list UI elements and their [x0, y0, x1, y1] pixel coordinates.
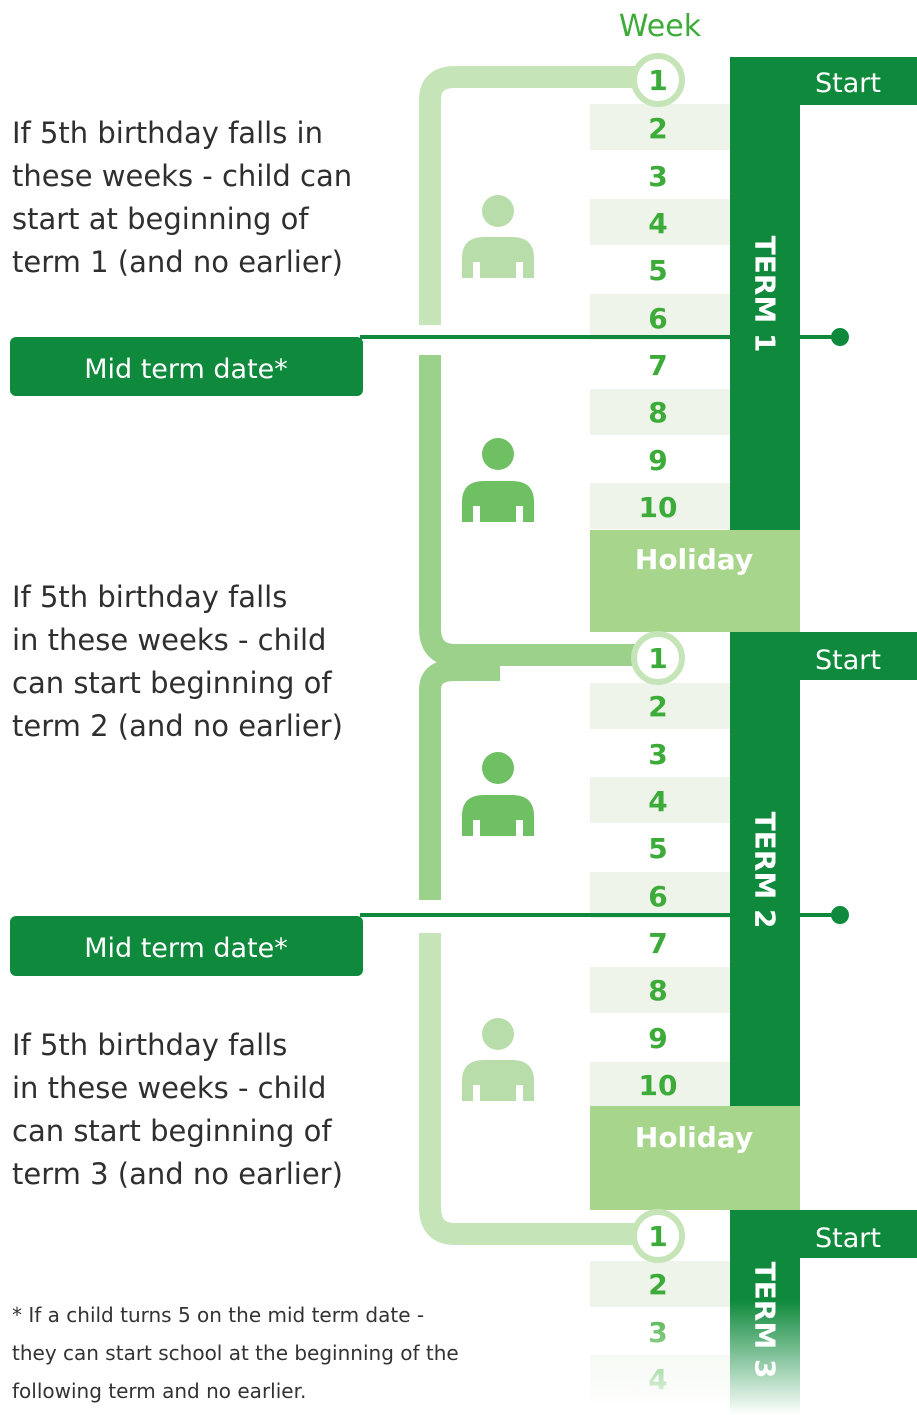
person-icon: [462, 752, 534, 836]
description-line: these weeks - child can: [12, 159, 353, 193]
week-number-t3-w1: 1: [648, 1220, 667, 1253]
week-number-t1-w9: 9: [648, 444, 667, 477]
mid-term-line-2: [360, 906, 849, 924]
week-1-circle-term-2: [631, 631, 685, 685]
week-number-t2-w5: 5: [648, 832, 667, 865]
description-line: start at beginning of: [12, 202, 309, 236]
week-number-t2-w6: 6: [648, 880, 667, 913]
week-1-circle-term-1: [631, 53, 685, 107]
description-line: can start beginning of: [12, 1114, 332, 1148]
term-2-label: TERM 2: [749, 812, 782, 929]
week-numbers: 1 2 3 4 5 6 7 8 9 10 1 2 3 4 5 6 7 8 9 1…: [639, 64, 678, 1396]
start-label-term-2: Start: [815, 645, 881, 676]
week-number-t1-w1: 1: [648, 64, 667, 97]
footnote: * If a child turns 5 on the mid term dat…: [12, 1296, 459, 1410]
footnote-line: * If a child turns 5 on the mid term dat…: [12, 1303, 425, 1327]
description-line: in these weeks - child: [12, 1071, 327, 1105]
week-heading: Week: [619, 9, 702, 44]
term-2-description: If 5th birthday falls in these weeks - c…: [12, 576, 343, 748]
term-1-label: TERM 1: [749, 236, 782, 353]
start-label-term-3: Start: [815, 1223, 881, 1254]
description-line: term 3 (and no earlier): [12, 1157, 343, 1191]
term-2-bar: [730, 632, 800, 1108]
mid-term-label-2-text: Mid term date*: [84, 933, 288, 964]
mid-term-label-1: Mid term date*: [10, 337, 363, 396]
term-1-description: If 5th birthday falls in these weeks - c…: [12, 112, 352, 284]
description-line: If 5th birthday falls: [12, 580, 288, 614]
mid-term-line-1: [360, 328, 849, 346]
week-number-t2-w9: 9: [648, 1022, 667, 1055]
week-number-t1-w3: 3: [648, 160, 667, 193]
description-line: If 5th birthday falls: [12, 1028, 288, 1062]
person-icon: [462, 438, 534, 522]
mid-term-label-1-text: Mid term date*: [84, 354, 288, 385]
bottom-fade: [580, 1300, 917, 1415]
bracket-term-3: [419, 933, 640, 1245]
bracket-term-1: [419, 66, 640, 325]
week-number-t2-w7: 7: [648, 927, 667, 960]
start-label-term-1: Start: [815, 68, 881, 99]
footnote-line: following term and no earlier.: [12, 1379, 307, 1403]
bracket-term-2: [419, 355, 640, 900]
term-3-start-band: [730, 1210, 917, 1258]
person-icon: [462, 195, 534, 278]
week-row-shading: [590, 104, 730, 1401]
holiday-1-block: [590, 530, 800, 632]
description-line: can start beginning of: [12, 666, 332, 700]
term-1-bar: [730, 57, 800, 532]
holiday-2-block: [590, 1106, 800, 1210]
term-3-description: If 5th birthday falls in these weeks - c…: [12, 1024, 343, 1196]
week-number-t2-w8: 8: [648, 974, 667, 1007]
week-number-t1-w10: 10: [639, 491, 678, 524]
week-1-circle-term-3: [631, 1209, 685, 1263]
holiday-label-1: Holiday: [635, 543, 753, 576]
footnote-line: they can start school at the beginning o…: [12, 1341, 459, 1365]
description-line: in these weeks - child: [12, 623, 327, 657]
week-number-t2-w4: 4: [648, 785, 667, 818]
week-number-t1-w4: 4: [648, 207, 667, 240]
description-line: term 1 (and no earlier): [12, 245, 343, 279]
week-number-t2-w3: 3: [648, 738, 667, 771]
description-line: term 2 (and no earlier): [12, 709, 343, 743]
week-number-t1-w7: 7: [648, 349, 667, 382]
mid-term-label-2: Mid term date*: [10, 916, 363, 976]
description-line: If 5th birthday falls in: [12, 116, 323, 150]
week-number-t3-w2: 2: [648, 1268, 667, 1301]
week-number-t2-w2: 2: [648, 690, 667, 723]
term-2-start-band: [730, 632, 917, 680]
week-number-t1-w6: 6: [648, 302, 667, 335]
term-1-start-band: [730, 57, 917, 105]
person-icon: [462, 1018, 534, 1101]
week-number-t2-w10: 10: [639, 1069, 678, 1102]
week-number-t1-w5: 5: [648, 254, 667, 287]
week-number-t1-w2: 2: [648, 112, 667, 145]
week-number-t2-w1: 1: [648, 642, 667, 675]
holiday-label-2: Holiday: [635, 1121, 753, 1154]
week-number-t1-w8: 8: [648, 396, 667, 429]
